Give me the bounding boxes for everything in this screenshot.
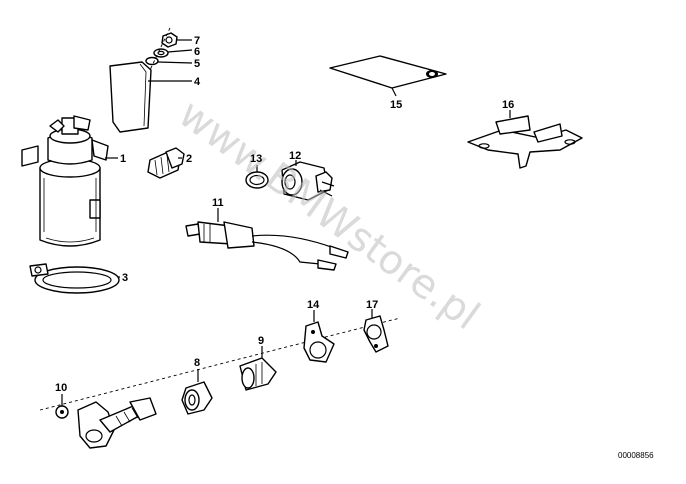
callout-9: 9 <box>258 335 264 347</box>
hose-part <box>77 397 157 449</box>
connector-part <box>239 346 277 391</box>
reference-number: 00008856 <box>618 451 654 460</box>
mounting-strap-part <box>109 61 192 133</box>
bracket-part <box>467 110 583 169</box>
callout-17: 17 <box>366 299 378 311</box>
hose-clamp-part <box>29 263 120 294</box>
pressure-switch-part <box>281 160 335 201</box>
callout-11: 11 <box>212 197 224 209</box>
callout-1: 1 <box>120 153 126 165</box>
o-ring-part <box>245 165 269 189</box>
nut-part <box>161 32 192 48</box>
ring-part <box>145 56 193 66</box>
grommet-part <box>181 369 213 415</box>
callout-12: 12 <box>289 150 301 162</box>
label-sticker-part <box>329 55 447 97</box>
callout-6: 6 <box>194 46 200 58</box>
callout-3: 3 <box>122 272 128 284</box>
callout-7: 7 <box>194 35 200 47</box>
callout-5: 5 <box>194 58 200 70</box>
small-nut-part <box>55 394 69 419</box>
threaded-fitting-part <box>147 147 185 179</box>
receiver-dryer-part <box>21 115 118 247</box>
callout-13: 13 <box>250 153 262 165</box>
callout-16: 16 <box>502 99 514 111</box>
washer-part <box>153 48 193 58</box>
callout-14: 14 <box>307 299 320 311</box>
switch-with-wires-part <box>185 208 349 271</box>
callout-4: 4 <box>194 76 201 88</box>
callout-2: 2 <box>186 153 192 165</box>
pipe-clip-part <box>303 310 335 363</box>
callout-8: 8 <box>194 357 200 369</box>
callout-15: 15 <box>390 99 402 111</box>
clip-part <box>363 309 389 353</box>
callout-10: 10 <box>55 382 67 394</box>
